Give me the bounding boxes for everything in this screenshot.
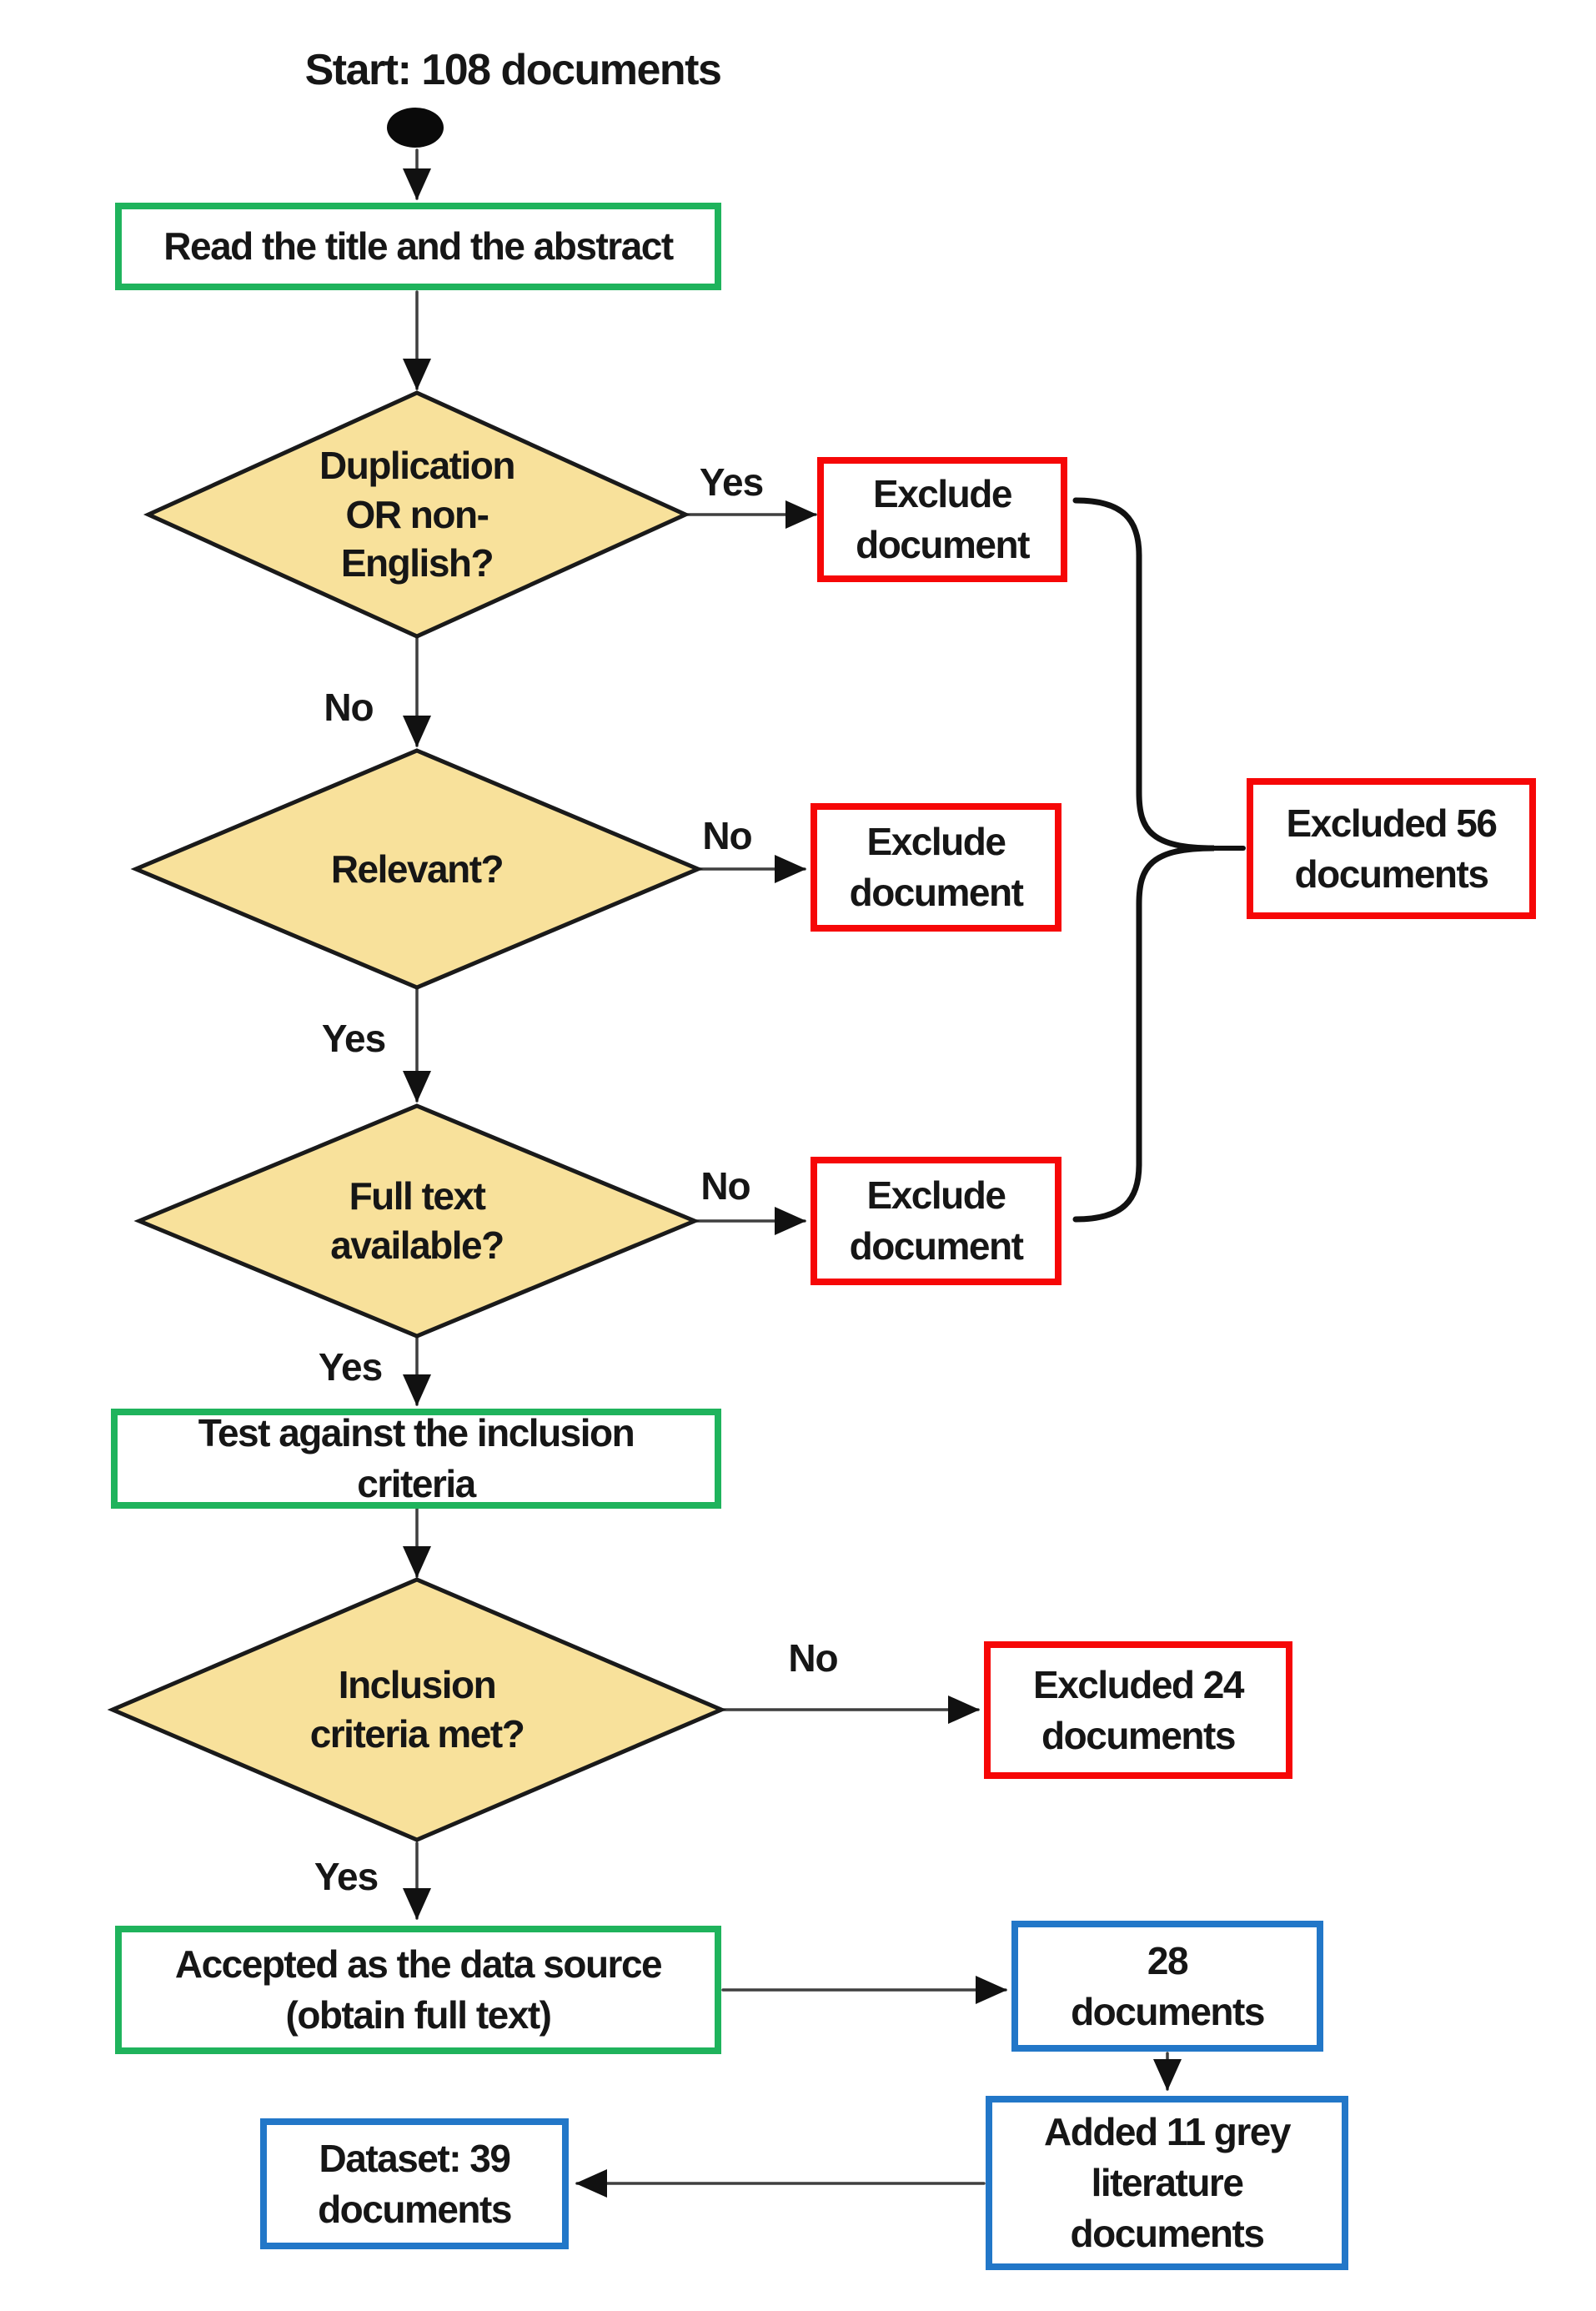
excluded-24-box: Excluded 24 documents bbox=[984, 1641, 1292, 1779]
exclude-document-3-box: Exclude document bbox=[811, 1157, 1061, 1285]
process-accepted-box: Accepted as the data source (obtain full… bbox=[115, 1926, 721, 2054]
start-node bbox=[387, 108, 444, 148]
decision-fulltext-label: Full text available? bbox=[330, 1174, 504, 1267]
edge-label-fulltext-no: No bbox=[700, 1164, 750, 1208]
process-read-title-box: Read the title and the abstract bbox=[115, 203, 721, 290]
edge-label-duplication-no: No bbox=[324, 686, 374, 729]
decision-fulltext-diamond bbox=[133, 1103, 700, 1339]
process-test-inclusion-box: Test against the inclusion criteria bbox=[111, 1409, 721, 1509]
edge-label-inclusion-yes: Yes bbox=[314, 1855, 379, 1898]
decision-relevant-diamond bbox=[130, 748, 704, 990]
decision-duplication-diamond bbox=[143, 390, 691, 639]
decision-duplication-label: Duplication OR non- English? bbox=[319, 443, 515, 585]
exclude-document-2-box: Exclude document bbox=[811, 803, 1061, 932]
edge-label-relevant-no: No bbox=[702, 814, 752, 857]
edge-label-relevant-yes: Yes bbox=[321, 1017, 386, 1060]
grey-literature-box: Added 11 grey literature documents bbox=[986, 2096, 1348, 2270]
edge-label-inclusion-no: No bbox=[788, 1636, 838, 1680]
exclude-document-1-box: Exclude document bbox=[817, 457, 1067, 582]
dataset-39-box: Dataset: 39 documents bbox=[260, 2118, 569, 2249]
edge-label-duplication-yes: Yes bbox=[699, 460, 764, 504]
excluded-56-box: Excluded 56 documents bbox=[1247, 778, 1536, 919]
edge-label-fulltext-yes: Yes bbox=[318, 1345, 383, 1389]
documents-28-box: 28 documents bbox=[1011, 1921, 1323, 2052]
curly-brace bbox=[1072, 497, 1215, 1223]
start-count-label: Start: 108 documents bbox=[304, 46, 722, 94]
decision-inclusion-diamond bbox=[107, 1577, 727, 1842]
decision-relevant-label: Relevant? bbox=[330, 847, 504, 891]
decision-inclusion-label: Inclusion criteria met? bbox=[309, 1663, 525, 1756]
